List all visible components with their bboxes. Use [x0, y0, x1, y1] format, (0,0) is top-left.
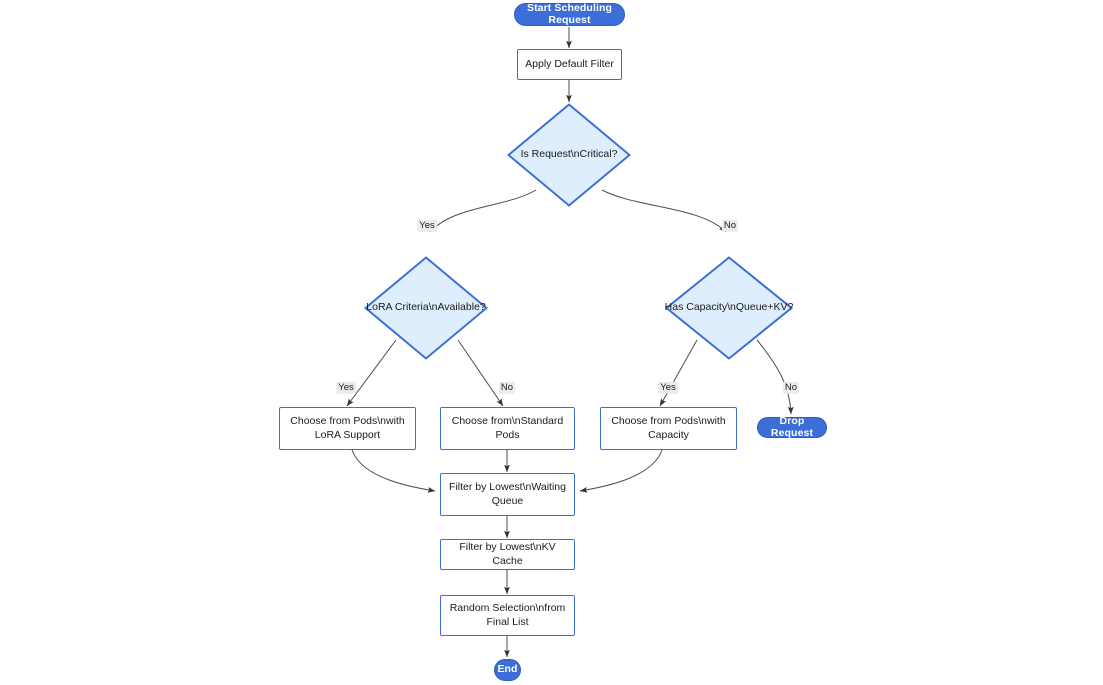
node-label: Has Capacity\nQueue+KV?	[664, 301, 794, 314]
node-label-line2: LoRA Support	[314, 428, 381, 441]
edge-capacity-pods-to-filter-queue	[579, 449, 663, 493]
node-end[interactable]: End	[494, 659, 521, 681]
node-filter-kv-cache[interactable]: Filter by Lowest\nKV Cache	[440, 539, 575, 570]
node-random-selection[interactable]: Random Selection\nfrom Final List	[440, 595, 575, 636]
edge-label-capacity-no: No	[782, 381, 800, 395]
node-apply-default-filter[interactable]: Apply Default Filter	[517, 49, 622, 80]
edge-label-critical-yes: Yes	[417, 219, 437, 233]
edge-label-capacity-yes: Yes	[658, 381, 678, 395]
node-drop-request[interactable]: Drop Request	[757, 415, 827, 438]
diamond-shape-icon	[665, 256, 793, 360]
node-filter-waiting-queue[interactable]: Filter by Lowest\nWaiting Queue	[440, 473, 575, 516]
node-has-capacity[interactable]: Has Capacity\nQueue+KV?	[665, 256, 793, 360]
node-label-line1: Choose from Pods\nwith	[611, 414, 726, 427]
node-choose-lora-pods[interactable]: Choose from Pods\nwith LoRA Support	[279, 407, 416, 450]
node-label-line1: Choose from Pods\nwith	[290, 414, 405, 427]
node-label-line1: Random Selection\nfrom	[449, 601, 566, 614]
node-label-line1: Filter by Lowest\nWaiting	[449, 480, 566, 493]
node-label: Is Request\nCritical?	[520, 148, 618, 161]
node-label-line2: Final List	[486, 615, 529, 628]
edge-label-lora-no: No	[498, 381, 516, 395]
node-label-line2: Capacity	[648, 428, 689, 441]
edge-label-lora-yes: Yes	[336, 381, 356, 395]
node-lora-criteria-available[interactable]: LoRA Criteria\nAvailable?	[364, 256, 488, 360]
node-label-line2: Queue	[491, 494, 524, 507]
node-start[interactable]: Start Scheduling Request	[514, 2, 625, 26]
node-is-request-critical[interactable]: Is Request\nCritical?	[507, 103, 631, 207]
diamond-shape-icon	[364, 256, 488, 360]
node-label: LoRA Criteria\nAvailable?	[366, 301, 486, 314]
node-choose-standard-pods[interactable]: Choose from\nStandard Pods	[440, 407, 575, 450]
node-label-line2: Pods	[495, 428, 520, 441]
node-label-line1: Choose from\nStandard	[451, 414, 564, 427]
node-choose-capacity-pods[interactable]: Choose from Pods\nwith Capacity	[600, 407, 737, 450]
diamond-shape-icon	[507, 103, 631, 207]
edge-label-critical-no: No	[721, 219, 739, 233]
edge-lora-pods-to-filter-queue	[351, 449, 436, 493]
